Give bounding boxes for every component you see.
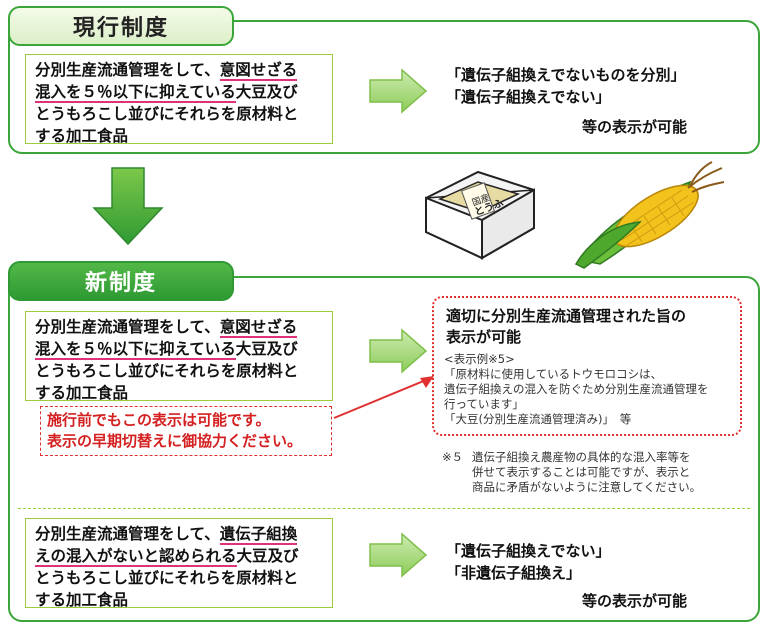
new-system-tab: 新制度 (8, 261, 234, 301)
down-arrow-icon (92, 167, 164, 246)
early-adoption-notice: 施行前でもこの表示は可能です。 表示の早期切替えに御協力ください。 (40, 406, 332, 456)
old-system-title: 現行制度 (72, 16, 169, 41)
cond-text: とうもろこし並びにそれらを原材料と (35, 569, 299, 587)
example-text: 遺伝子組換えの混入を防ぐため分別生産流通管理を (444, 382, 709, 396)
result-line: 「遺伝子組換えでないものを分別」 (446, 66, 686, 84)
new-lower-result-suffix: 等の表示が可能 (582, 592, 688, 610)
cond-underline-text: 混入を５％以下に抑えている (35, 340, 236, 360)
new-lower-condition-box: 分別生産流通管理をして、遺伝子組換 えの混入がないと認められる大豆及び とうもろ… (25, 518, 333, 609)
cond-text: とうもろこし並びにそれらを原材料と (35, 362, 299, 380)
result-title: 表示が可能 (446, 328, 522, 346)
right-arrow-icon (369, 68, 428, 114)
footnote-text: 商品に矛盾がないように注意してください。 (472, 480, 702, 494)
cond-underline-text: えの混入がないと認められる (35, 547, 237, 567)
cond-text: 分別生産流通管理をして、 (35, 318, 220, 336)
cond-underline-text: 混入を５％以下に抑えている (35, 83, 236, 103)
new-upper-result-box: 適切に分別生産流通管理された旨の 表示が可能 <表示例※5> 「原材料に使用して… (432, 296, 742, 436)
old-condition-box: 分別生産流通管理をして、意図せざる 混入を５％以下に抑えている大豆及び とうもろ… (25, 54, 333, 145)
cond-text: とうもろこし並びにそれらを原材料と (35, 105, 299, 123)
result-title: 適切に分別生産流通管理された旨の (446, 307, 687, 325)
corn-illustration (574, 161, 725, 269)
section-divider (18, 508, 750, 509)
old-result-text: 「遺伝子組換えでないものを分別」 「遺伝子組換えでない」 (446, 64, 686, 108)
footnote-text: 遺伝子組換え農産物の具体的な混入率等を (472, 450, 691, 464)
result-line: 「遺伝子組換えでない」 (446, 542, 611, 560)
example-text: 行っています」 (444, 397, 524, 411)
cond-text: する加工食品 (35, 384, 129, 402)
footnote: ※５ 遺伝子組換え農産物の具体的な混入率等を 併せて表示することは可能ですが、表示… (442, 450, 742, 495)
cond-text: 大豆及び (236, 547, 299, 565)
footnote-text: 併せて表示することは可能ですが、表示と (472, 465, 691, 479)
right-arrow-icon (369, 328, 428, 374)
cond-text: する加工食品 (35, 591, 129, 609)
cond-text: 大豆及び (235, 83, 298, 101)
new-upper-condition-box: 分別生産流通管理をして、意図せざる 混入を５％以下に抑えている大豆及び とうもろ… (25, 311, 333, 402)
cond-text: 大豆及び (235, 340, 298, 358)
example-label: <表示例※5> (444, 352, 515, 366)
cond-underline-text: 遺伝子組換 (219, 525, 298, 545)
new-lower-result-text: 「遺伝子組換えでない」 「非遺伝子組換え」 (446, 540, 611, 584)
footnote-mark: ※５ (442, 450, 464, 464)
red-pointer-arrow (333, 376, 434, 419)
result-line: 「非遺伝子組換え」 (446, 564, 582, 582)
old-result-suffix: 等の表示が可能 (582, 118, 688, 136)
cond-underline-text: 意図せざる (219, 61, 298, 81)
tofu-package-illustration: 国産 とうふ (425, 170, 535, 260)
notice-text: 施行前でもこの表示は可能です。 (47, 411, 271, 429)
new-system-title: 新制度 (84, 271, 157, 296)
result-line: 「遺伝子組換えでない」 (446, 88, 611, 106)
cond-text: 分別生産流通管理をして、 (35, 61, 220, 79)
notice-text: 表示の早期切替えに御協力ください。 (47, 432, 303, 450)
old-system-tab: 現行制度 (8, 6, 234, 46)
cond-text: 分別生産流通管理をして、 (35, 525, 220, 543)
cond-text: する加工食品 (35, 127, 129, 145)
cond-underline-text: 意図せざる (219, 318, 298, 338)
right-arrow-icon (369, 532, 428, 578)
example-text: 「大豆(分別生産流通管理済み)」 等 (444, 412, 632, 426)
example-text: 「原材料に使用しているトウモロコシは、 (444, 367, 663, 381)
